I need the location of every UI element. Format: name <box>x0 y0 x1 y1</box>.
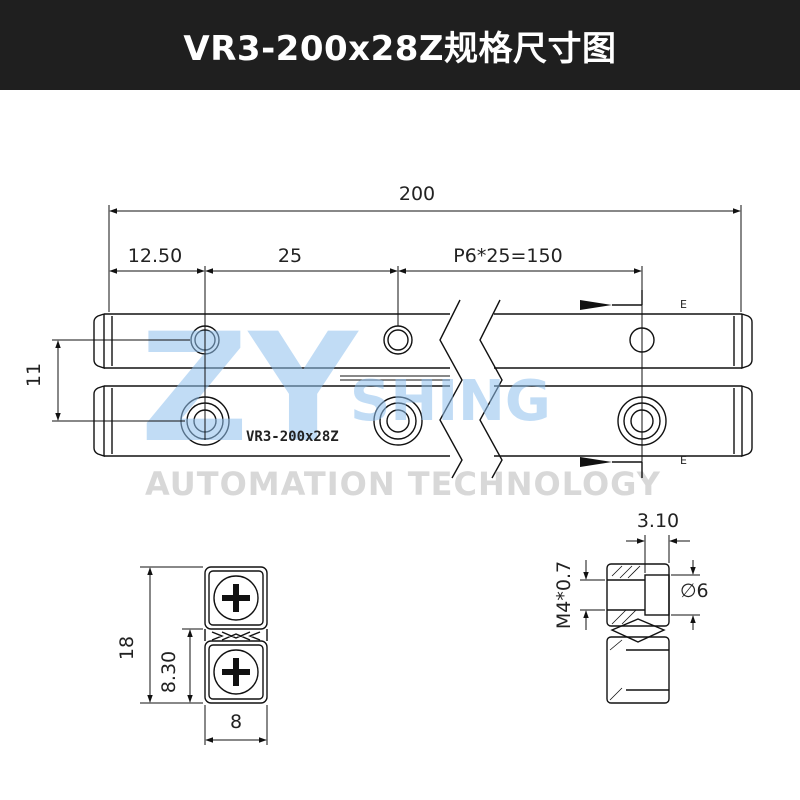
dim-counterbore-depth: 3.10 <box>637 510 679 532</box>
dim-first-hole-offset: 12.50 <box>128 245 182 267</box>
dim-total-length: 200 <box>399 183 435 205</box>
dim-thread-spec: M4*0.7 <box>553 561 575 629</box>
watermark-logo: ZY <box>140 302 360 476</box>
dim-rail-height: 11 <box>23 363 45 387</box>
page-title: VR3-200x28Z规格尺寸图 <box>183 28 617 69</box>
dim-rail-width: 8 <box>230 711 242 733</box>
dim-bore-diameter: ∅6 <box>680 580 709 602</box>
dimension-lines-top <box>52 205 742 462</box>
dim-rail-half-height: 8.30 <box>158 651 180 693</box>
section-label-top: E <box>680 298 687 311</box>
section-hatching <box>609 565 641 701</box>
dim-assembly-height: 18 <box>116 636 138 660</box>
watermark: ZY SHING AUTOMATION TECHNOLOGY <box>140 302 661 503</box>
watermark-brand: SHING <box>350 369 551 434</box>
section-view <box>606 563 670 704</box>
dim-hole-pitch: 25 <box>278 245 302 267</box>
rail-top-view <box>93 299 753 479</box>
screw-icon <box>222 584 250 686</box>
dimension-lines-section-view <box>580 535 700 630</box>
section-cut-markers <box>612 290 643 478</box>
watermark-tagline: AUTOMATION TECHNOLOGY <box>145 465 661 503</box>
title-banner: VR3-200x28Z规格尺寸图 <box>0 0 800 90</box>
section-arrow-top <box>580 300 612 310</box>
end-view <box>204 566 268 704</box>
dim-pitch-spec: P6*25=150 <box>453 245 562 267</box>
dimension-lines-end-view <box>140 566 268 745</box>
section-label-bottom: E <box>680 454 687 467</box>
section-arrow-bottom <box>580 457 612 467</box>
part-marking: VR3-200x28Z <box>246 429 339 445</box>
